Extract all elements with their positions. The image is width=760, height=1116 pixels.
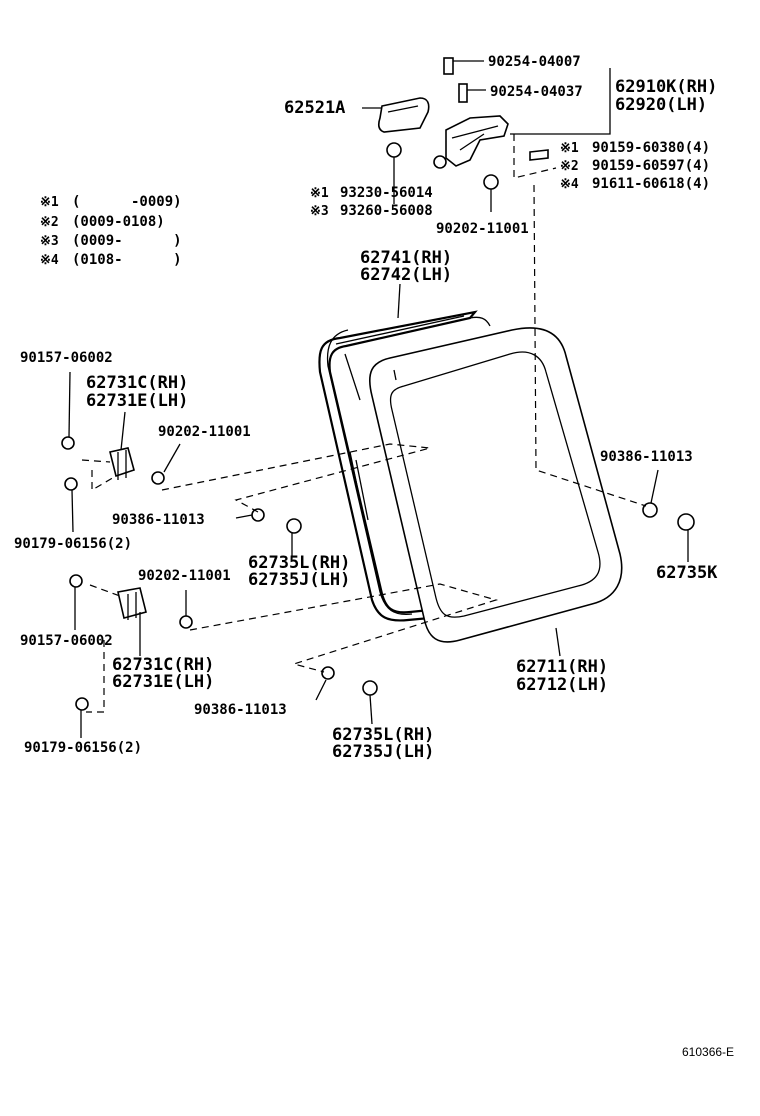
- label-62742: 62742(LH): [360, 265, 452, 285]
- label-90159-60597: 90159-60597(4): [592, 158, 710, 174]
- label-62521a: 62521A: [284, 98, 345, 118]
- cap-62735-a: [286, 518, 302, 534]
- cap-62735-b: [362, 680, 378, 696]
- seal-93230: [386, 142, 402, 158]
- label-62731e-a: 62731E(LH): [86, 391, 188, 411]
- label-62735j-a: 62735J(LH): [248, 570, 350, 590]
- label-62735j-b: 62735J(LH): [332, 742, 434, 762]
- bolt-90254-04037: [458, 83, 468, 103]
- mark-2-a: ※2: [560, 159, 579, 174]
- label-62731c-a: 62731C(RH): [86, 373, 188, 393]
- mark-4-a: ※4: [560, 177, 579, 192]
- label-90202-11001-mid: 90202-11001: [158, 424, 251, 440]
- legend-range-3: (0009- ): [72, 233, 182, 249]
- leader-lines: [68, 60, 689, 738]
- grommet-90386-right: [642, 502, 658, 518]
- screw-90157-b: [69, 574, 83, 588]
- label-90179-06156-b: 90179-06156(2): [24, 740, 142, 756]
- label-62735l-b: 62735L(RH): [332, 725, 434, 745]
- label-62731c-b: 62731C(RH): [112, 655, 214, 675]
- mark-1-b: ※1: [310, 186, 329, 201]
- label-93230-56014: 93230-56014: [340, 185, 433, 201]
- label-62735k: 62735K: [656, 563, 718, 583]
- legend-mark-4: ※4: [40, 253, 59, 268]
- legend-mark-3: ※3: [40, 234, 59, 249]
- applicability-legend: ※1 ( -0009) ※2 (0009-0108) ※3 (0009- ) ※…: [40, 194, 182, 268]
- mark-3-b: ※3: [310, 204, 329, 219]
- label-90159-60380: 90159-60380(4): [592, 140, 710, 156]
- part-labels: 90254-04007 90254-04037 62910K(RH) 62920…: [14, 54, 718, 762]
- grommet-90386-mid: [251, 508, 265, 522]
- latch-upper: [61, 436, 302, 534]
- label-90386-11013-mid: 90386-11013: [112, 512, 205, 528]
- label-90157-06002-b: 90157-06002: [20, 633, 113, 649]
- latch-lower: [69, 574, 378, 711]
- nut-90202-low: [179, 615, 193, 629]
- label-62741: 62741(RH): [360, 248, 452, 268]
- screw-90157-a: [61, 436, 75, 450]
- hinge-62910k: [386, 57, 549, 190]
- legend-mark-2: ※2: [40, 215, 59, 230]
- washer-hinge: [433, 155, 447, 169]
- label-90157-06002-a: 90157-06002: [20, 350, 113, 366]
- clip-90179-b: [75, 697, 89, 711]
- label-90202-11001-low: 90202-11001: [138, 568, 231, 584]
- cap-62735k: [677, 513, 695, 531]
- nut-90202-top: [483, 174, 499, 190]
- label-90254-04007: 90254-04007: [488, 54, 581, 70]
- legend-range-1: ( -0009): [72, 194, 182, 210]
- legend-range-4: (0108- ): [72, 252, 182, 268]
- label-91611-60618: 91611-60618(4): [592, 176, 710, 192]
- grommet-90386-low: [321, 666, 335, 680]
- label-90202-11001-top: 90202-11001: [436, 221, 529, 237]
- label-62711: 62711(RH): [516, 657, 608, 677]
- label-62731e-b: 62731E(LH): [112, 672, 214, 692]
- label-62712: 62712(LH): [516, 675, 608, 695]
- bolt-90254-04007: [443, 57, 454, 75]
- nut-90202-mid: [151, 471, 165, 485]
- label-62735l-a: 62735L(RH): [248, 553, 350, 573]
- clip-90179-a: [64, 477, 78, 491]
- diagram-code: 610366-E: [682, 1045, 734, 1059]
- weatherstrip-62741: [318, 310, 491, 622]
- legend-range-2: (0009-0108): [72, 214, 165, 230]
- label-90179-06156-a: 90179-06156(2): [14, 536, 132, 552]
- label-90386-11013-right: 90386-11013: [600, 449, 693, 465]
- label-62910k: 62910K(RH): [615, 77, 717, 97]
- label-90386-11013-low: 90386-11013: [194, 702, 287, 718]
- mark-1-a: ※1: [560, 141, 579, 156]
- label-93260-56008: 93260-56008: [340, 203, 433, 219]
- legend-mark-1: ※1: [40, 195, 59, 210]
- right-parts: [642, 502, 695, 531]
- label-90254-04037: 90254-04037: [490, 84, 583, 100]
- cover-62521a: [378, 97, 430, 133]
- label-62920: 62920(LH): [615, 95, 707, 115]
- window-glass-62711: [368, 327, 623, 643]
- screw-90159: [529, 149, 549, 161]
